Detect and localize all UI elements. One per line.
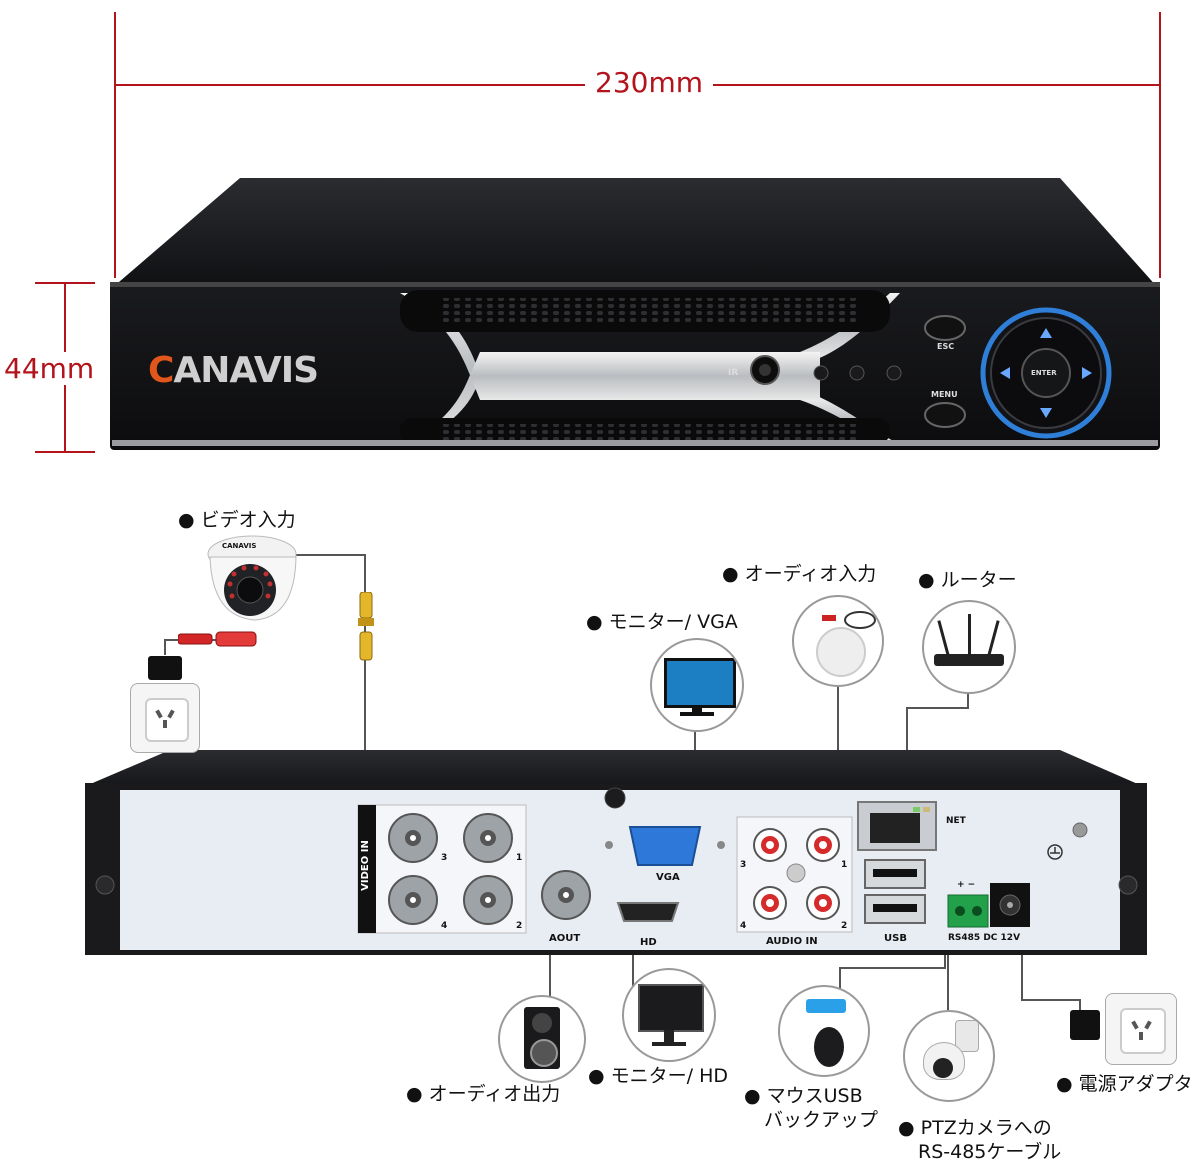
camera-power-cable-icon <box>178 631 257 647</box>
height-dimension-label: 44mm <box>0 352 99 385</box>
callout-video-in-text: ビデオ入力 <box>200 509 296 531</box>
dvr-front-body <box>110 178 1160 450</box>
audio-ch1-label: 1 <box>841 860 848 870</box>
hd-monitor-icon <box>622 968 716 1062</box>
callout-mouse-usb-line2: バックアップ <box>764 1109 879 1131</box>
callout-router-text: ルーター <box>940 569 1017 591</box>
callout-mouse-usb: ● マウスUSB <box>744 1085 863 1107</box>
rs485-dc-label: RS485 DC 12V <box>948 933 1021 943</box>
ir-label: IR <box>728 368 739 378</box>
network-port[interactable] <box>858 802 936 850</box>
callout-power: ● 電源アダプタ <box>1056 1073 1193 1095</box>
hdmi-port[interactable] <box>616 900 680 924</box>
esc-label: ESC <box>937 342 955 351</box>
dvr-rear-body <box>85 750 1147 955</box>
audio-ch4-label: 4 <box>740 921 747 931</box>
callout-mouse-usb-line1: マウスUSB <box>766 1085 863 1107</box>
microphone-icon <box>792 595 884 687</box>
dc-power-jack[interactable] <box>990 883 1030 927</box>
video-ch2-label: 2 <box>516 921 523 931</box>
width-dimension-label: 230mm <box>585 66 713 99</box>
audio-in-label: AUDIO IN <box>766 936 818 947</box>
video-in-label: VIDEO IN <box>359 840 371 891</box>
callout-monitor-vga-text: モニター/ VGA <box>608 611 738 633</box>
bnc-cable-connector-icon <box>358 592 374 661</box>
callout-monitor-hd-text: モニター/ HD <box>610 1065 728 1087</box>
video-ch4-label: 4 <box>441 921 448 931</box>
callout-ptz-line2: RS-485ケーブル <box>918 1141 1062 1163</box>
audio-out-port[interactable] <box>542 870 592 920</box>
video-ch3-label: 3 <box>441 853 448 863</box>
callout-ptz-line1: PTZカメラへの <box>920 1117 1052 1139</box>
audio-ch3-label: 3 <box>740 860 747 870</box>
aout-label: AOUT <box>549 933 581 944</box>
callout-ptz: ● PTZカメラへの <box>898 1117 1052 1139</box>
plus-minus-label: + − <box>957 880 976 890</box>
dome-camera-icon <box>207 535 297 621</box>
callout-power-text: 電源アダプタ <box>1078 1073 1193 1095</box>
brand-logo-c: C <box>148 350 174 391</box>
video-in-port-group[interactable] <box>380 810 530 930</box>
net-label: NET <box>946 816 966 826</box>
router-icon <box>922 600 1016 694</box>
adapter-block-icon <box>148 656 182 680</box>
video-ch1-label: 1 <box>516 853 523 863</box>
power-adapter-icon <box>1070 1010 1100 1040</box>
navigation-dpad[interactable] <box>983 310 1109 436</box>
mouse-usb-icon <box>778 985 870 1077</box>
menu-label: MENU <box>931 390 958 399</box>
enter-label: ENTER <box>1031 369 1057 377</box>
hd-label: HD <box>640 937 657 948</box>
vga-port[interactable] <box>628 825 703 867</box>
brand-logo: CANAVIS <box>148 350 319 391</box>
callout-audio-in-text: オーディオ入力 <box>744 563 877 585</box>
esc-button[interactable] <box>925 316 965 340</box>
callout-monitor-hd: ● モニター/ HD <box>588 1065 728 1087</box>
wall-outlet-2-icon <box>1105 993 1177 1065</box>
callout-audio-in: ● オーディオ入力 <box>722 563 877 585</box>
callout-router: ● ルーター <box>918 569 1017 591</box>
callout-video-in: ● ビデオ入力 <box>178 509 296 531</box>
usb-ports[interactable] <box>865 858 925 926</box>
audio-ch2-label: 2 <box>841 921 848 931</box>
vga-monitor-icon <box>650 638 744 732</box>
rs485-terminal[interactable] <box>948 895 988 927</box>
callout-audio-out-text: オーディオ出力 <box>428 1083 561 1105</box>
callout-audio-out: ● オーディオ出力 <box>406 1083 561 1105</box>
menu-button[interactable] <box>925 403 965 427</box>
wall-outlet-icon <box>130 683 200 753</box>
camera-brand-badge: CANAVIS <box>222 542 257 550</box>
usb-label: USB <box>884 933 907 944</box>
callout-monitor-vga: ● モニター/ VGA <box>586 611 738 633</box>
ptz-camera-icon <box>903 1010 995 1102</box>
speaker-icon <box>498 995 586 1083</box>
vga-label: VGA <box>656 872 680 883</box>
audio-in-port-group[interactable] <box>750 825 850 925</box>
brand-logo-rest: ANAVIS <box>173 350 319 391</box>
